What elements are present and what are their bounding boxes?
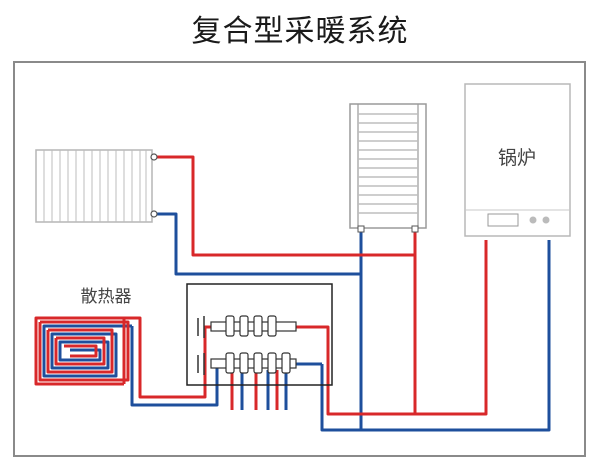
- return-pipes: [130, 212, 551, 432]
- boiler-display: [487, 213, 519, 227]
- outer-frame: [13, 61, 586, 457]
- boiler-label: 锅炉: [498, 147, 536, 169]
- radiator-return-pipe: [154, 212, 361, 276]
- panel-radiator: [35, 149, 158, 223]
- main-supply-pipe: [296, 240, 488, 416]
- boiler-knob-2: [542, 216, 550, 224]
- radiator-supply-pipe: [154, 155, 415, 257]
- manifold-box: [186, 283, 333, 386]
- towel-rail-radiator: [349, 103, 427, 233]
- supply-pipes: [34, 155, 488, 416]
- floor-heating-coil: [38, 318, 132, 384]
- boiler-knob-1: [529, 216, 537, 224]
- main-return-pipe: [320, 240, 551, 432]
- boiler: [464, 83, 571, 237]
- floor-supply-pipe: [34, 316, 211, 399]
- diagram-title: 复合型采暖系统: [191, 14, 409, 49]
- radiator-label: 散热器: [81, 287, 132, 307]
